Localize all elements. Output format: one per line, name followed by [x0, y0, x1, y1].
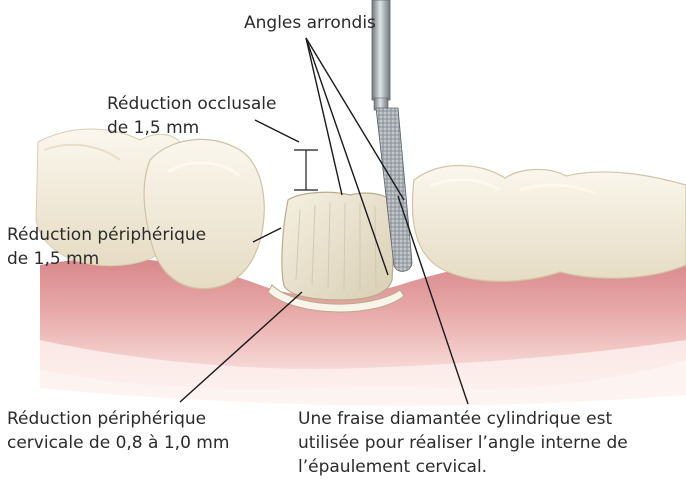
label-peripheral-line-1: Réduction périphérique [7, 223, 206, 247]
label-occlusal-reduction: Réduction occlusale de 1,5 mm [107, 92, 276, 140]
occlusal-reduction-bracket [294, 150, 318, 190]
label-cervical-reduction: Réduction périphérique cervicale de 0,8 … [7, 407, 229, 455]
label-peripheral-line-2: de 1,5 mm [7, 247, 206, 271]
label-bur-line-2: utilisée pour réaliser l’angle interne d… [298, 431, 628, 455]
label-cervical-line-1: Réduction périphérique [7, 407, 229, 431]
label-bur-line-1: Une fraise diamantée cylindrique est [298, 407, 628, 431]
label-angles-line-1: Angles arrondis [244, 11, 376, 35]
label-cervical-line-2: cervicale de 0,8 à 1,0 mm [7, 431, 229, 455]
label-angles-arrondis: Angles arrondis [244, 11, 376, 35]
label-occlusal-line-1: Réduction occlusale [107, 92, 276, 116]
label-peripheral-reduction: Réduction périphérique de 1,5 mm [7, 223, 206, 271]
prepared-tooth [282, 192, 396, 300]
label-diamond-bur: Une fraise diamantée cylindrique est uti… [298, 407, 628, 479]
label-occlusal-line-2: de 1,5 mm [107, 116, 276, 140]
label-bur-line-3: l’épaulement cervical. [298, 455, 628, 479]
right-molar [412, 166, 686, 282]
